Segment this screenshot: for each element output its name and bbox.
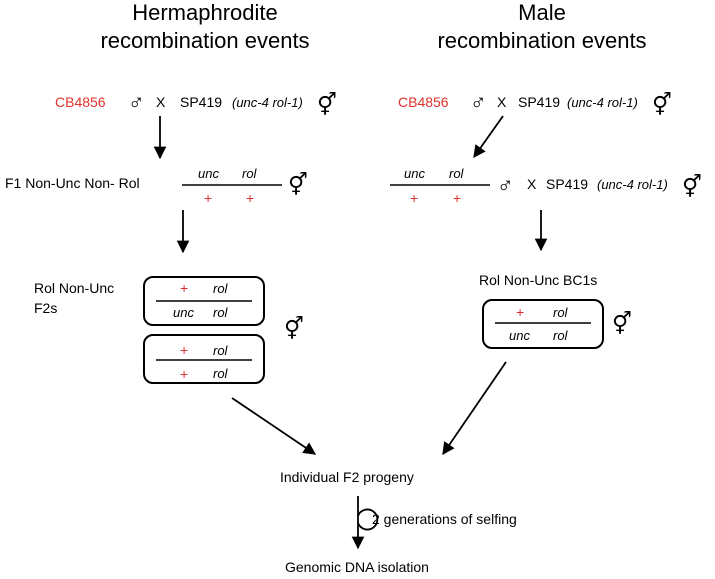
allele-rol: rol [213, 305, 229, 320]
hermaphrodite-symbol-icon: ⚥ [682, 173, 702, 199]
male-heading-line2: recombination events [437, 28, 646, 53]
allele-rol: rol [449, 166, 465, 181]
cross-symbol: X [527, 176, 537, 192]
sp419-label-f1-cross: SP419 [546, 176, 588, 192]
f1-label: F1 Non-Unc Non- Rol [5, 175, 140, 191]
dna-isolation-label: Genomic DNA isolation [285, 559, 429, 575]
arrow-f2s-to-progeny [231, 397, 317, 455]
allele-wild-type: + [246, 190, 254, 206]
cross-symbol: X [497, 94, 507, 110]
herm-heading-line2: recombination events [100, 28, 309, 53]
herm-heading-line1: Hermaphrodite [132, 0, 278, 25]
allele-rol: rol [553, 305, 569, 320]
allele-rol: rol [213, 366, 229, 381]
arrow-p0-to-f1-right [473, 115, 504, 159]
genotype-box-unc-rol [143, 276, 265, 326]
cb4856-label-left: CB4856 [55, 94, 106, 110]
f2s-label: F2s [34, 300, 57, 316]
arrow-bc1s-to-progeny [442, 361, 507, 456]
f2-progeny-label: Individual F2 progeny [280, 469, 414, 485]
allele-unc: unc [198, 166, 219, 181]
hermaphrodite-symbol-icon: ⚥ [652, 91, 672, 117]
bc1s-label: Rol Non-Unc BC1s [479, 272, 597, 288]
male-symbol-icon: ♂ [470, 89, 487, 114]
hermaphrodite-symbol-icon: ⚥ [284, 315, 304, 341]
hermaphrodite-symbol-icon: ⚥ [288, 171, 308, 197]
genotype-box-wt-rol [143, 334, 265, 384]
allele-rol: rol [213, 343, 229, 358]
allele-wild-type: + [180, 366, 188, 382]
allele-rol: rol [213, 281, 229, 296]
allele-wild-type: + [453, 190, 461, 206]
cb4856-label-right: CB4856 [398, 94, 449, 110]
allele-wild-type: + [204, 190, 212, 206]
sp419-genotype-left: (unc-4 rol-1) [232, 95, 303, 110]
selfing-label: 2 generations of selfing [372, 511, 517, 527]
allele-wild-type: + [180, 342, 188, 358]
allele-wild-type: + [180, 280, 188, 296]
allele-unc: unc [509, 328, 530, 343]
allele-unc: unc [404, 166, 425, 181]
allele-wild-type: + [410, 190, 418, 206]
male-symbol-icon: ♂ [128, 89, 145, 114]
hermaphrodite-symbol-icon: ⚥ [612, 310, 632, 336]
allele-wild-type: + [516, 304, 524, 320]
genotype-box-bc1 [482, 299, 604, 349]
male-heading-line1: Male [518, 0, 566, 25]
cross-symbol: X [156, 94, 166, 110]
rol-nonunc-label: Rol Non-Unc [34, 280, 114, 296]
sp419-genotype-f1-cross: (unc-4 rol-1) [597, 177, 668, 192]
hermaphrodite-symbol-icon: ⚥ [317, 91, 337, 117]
selfing-loop-icon [357, 508, 379, 531]
allele-rol: rol [553, 328, 569, 343]
sp419-label-right: SP419 [518, 94, 560, 110]
male-symbol-icon: ♂ [497, 172, 514, 197]
allele-unc: unc [173, 305, 194, 320]
sp419-genotype-right: (unc-4 rol-1) [567, 95, 638, 110]
sp419-label-left: SP419 [180, 94, 222, 110]
allele-rol: rol [242, 166, 258, 181]
